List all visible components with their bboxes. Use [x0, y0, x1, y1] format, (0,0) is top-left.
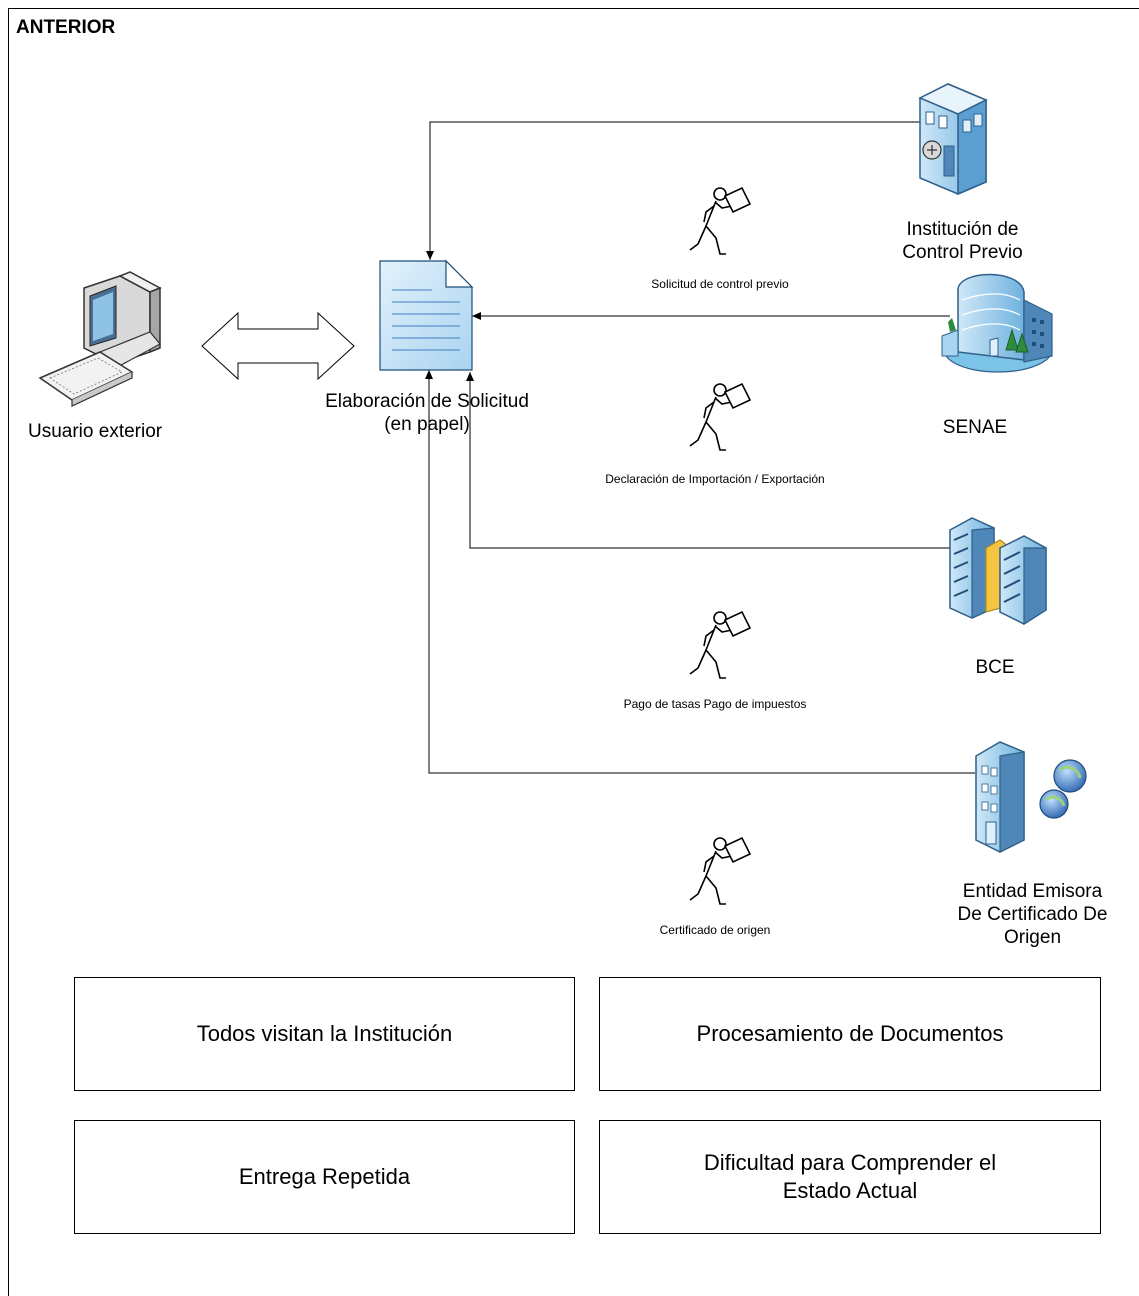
institution-building-icon: [918, 83, 988, 196]
courier-person-icon: [689, 383, 751, 451]
certificate-issuer-building-icon: [975, 741, 1087, 853]
problem-text: Todos visitan la Institución: [196, 1021, 453, 1046]
courier-person-icon: [689, 611, 751, 679]
label-line: Institución de: [906, 219, 1019, 240]
computer-icon: [38, 271, 162, 407]
problem-box: Todos visitan la Institución: [74, 977, 575, 1091]
connector-entidad-emisora: [425, 370, 975, 774]
label-line: Entidad Emisora: [962, 881, 1103, 902]
bidirectional-arrow-icon: [201, 311, 355, 381]
connector-control-previo: [426, 121, 920, 260]
label-line: Elaboración de Solicitud: [325, 391, 529, 412]
flow-label: Solicitud de control previo: [651, 277, 789, 291]
connector-bce: [466, 372, 950, 549]
customs-building-icon: [941, 273, 1053, 373]
courier-person-icon: [689, 187, 751, 255]
label-institucion-control-previo: Institución de Control Previo: [880, 218, 1045, 264]
problem-box: Entrega Repetida: [74, 1120, 575, 1234]
page-title: ANTERIOR: [16, 17, 116, 38]
flow-label: Declaración de Importación / Exportación: [605, 472, 825, 486]
problem-text: Entrega Repetida: [238, 1164, 411, 1189]
label-line: Origen: [1003, 927, 1062, 948]
label-line: De Certificado De: [957, 904, 1108, 925]
paper-document-icon: [379, 259, 474, 371]
problem-box: Procesamiento de Documentos: [599, 977, 1101, 1091]
problem-box: Dificultad para Comprender el Estado Act…: [599, 1120, 1101, 1234]
label-line: Control Previo: [902, 242, 1023, 263]
problem-text: Dificultad para Comprender el Estado Act…: [703, 1150, 997, 1203]
label-line: (en papel): [384, 414, 470, 435]
flow-label: Certificado de origen: [659, 923, 771, 937]
problem-text: Procesamiento de Documentos: [696, 1021, 1004, 1046]
label-usuario-exterior: Usuario exterior: [28, 421, 163, 442]
label-bce: BCE: [975, 657, 1015, 678]
label-entidad-emisora: Entidad Emisora De Certificado De Origen: [930, 880, 1135, 949]
flow-label: Pago de tasas Pago de impuestos: [623, 697, 807, 711]
label-elaboracion-solicitud: Elaboración de Solicitud (en papel): [300, 390, 554, 436]
diagram-frame: [8, 8, 1139, 1296]
courier-person-icon: [689, 837, 751, 905]
bank-servers-icon: [949, 517, 1047, 626]
label-senae: SENAE: [942, 417, 1008, 438]
